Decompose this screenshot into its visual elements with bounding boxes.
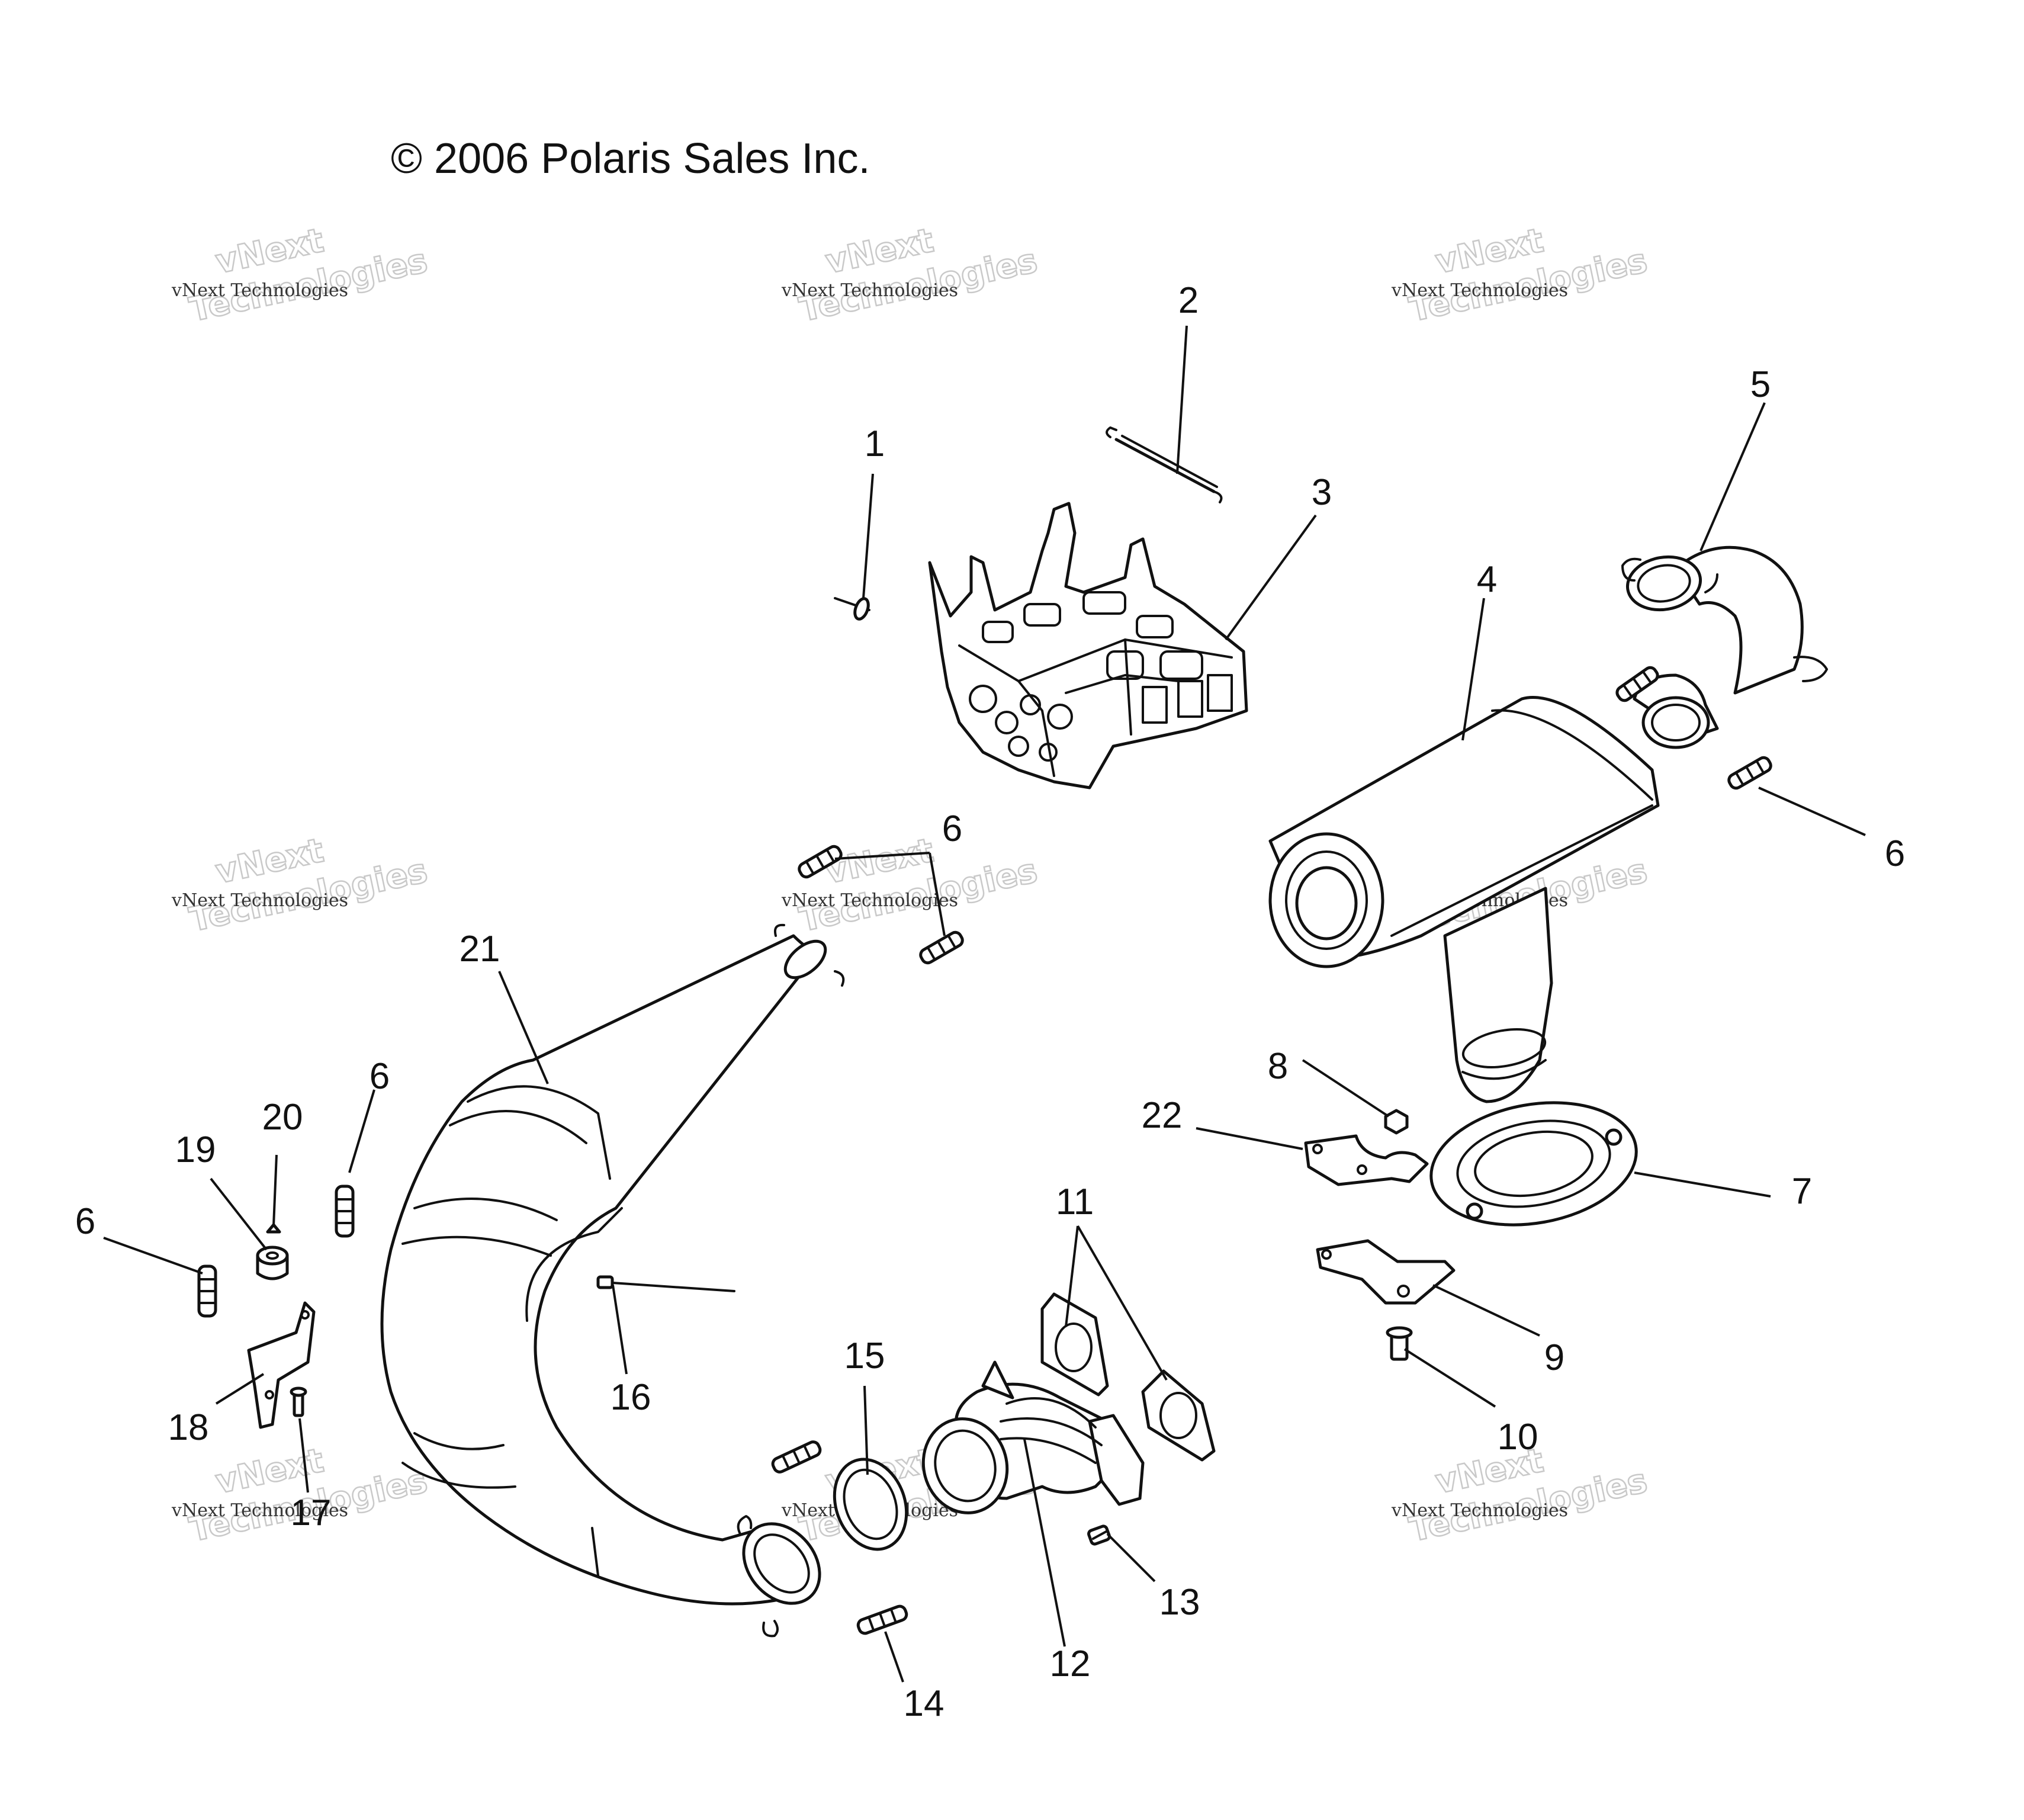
- callout-19: 19: [175, 1129, 216, 1170]
- svg-text:vNext Technologies: vNext Technologies: [781, 890, 958, 911]
- svg-text:vNext Technologies: vNext Technologies: [1391, 280, 1568, 301]
- callout-11: 11: [1056, 1182, 1094, 1222]
- callout-4: 4: [1477, 559, 1497, 600]
- bolt-part-13: [1087, 1524, 1111, 1546]
- callout-10: 10: [1498, 1417, 1538, 1458]
- callout-6d: 6: [75, 1201, 95, 1242]
- callout-5: 5: [1750, 364, 1771, 405]
- callout-18: 18: [168, 1407, 209, 1448]
- watermark: vNext Technologies vNext Technologies: [1391, 220, 1652, 330]
- svg-text:vNext Technologies: vNext Technologies: [171, 280, 348, 301]
- screw-part: [266, 1223, 281, 1234]
- svg-text:vNext Technologies: vNext Technologies: [171, 890, 348, 911]
- callout-6c: 6: [370, 1056, 390, 1097]
- seal-ring-part: [833, 1458, 908, 1551]
- callout-14: 14: [904, 1683, 944, 1724]
- callout-17: 17: [291, 1492, 332, 1533]
- bracket-plate-part-22: [1304, 1134, 1429, 1186]
- callout-12: 12: [1050, 1644, 1091, 1684]
- gasket-part-11b: [1141, 1369, 1216, 1462]
- callout-20: 20: [262, 1097, 303, 1138]
- muffler-bracket-part: [928, 502, 1248, 789]
- spring-part: [1727, 756, 1772, 790]
- gasket-part-7: [1429, 1101, 1638, 1227]
- watermark: vNext Technologies vNext Technologies: [171, 220, 432, 330]
- callout-15: 15: [844, 1336, 885, 1376]
- callout-9: 9: [1544, 1337, 1564, 1378]
- callout-3: 3: [1312, 472, 1332, 513]
- callout-21: 21: [460, 929, 500, 970]
- muffler-part: [1268, 696, 1660, 1103]
- spring-part: [919, 930, 964, 965]
- bracket-part-9: [1316, 1239, 1456, 1305]
- callout-22: 22: [1142, 1095, 1183, 1136]
- bolt-part-10: [1386, 1326, 1413, 1361]
- watermark: vNext Technologies vNext Technologies: [781, 220, 1042, 330]
- watermark: vNext Technologies vNext Technologies: [781, 830, 1042, 940]
- callout-13: 13: [1159, 1582, 1200, 1623]
- nut-part: [1384, 1109, 1409, 1135]
- copyright-text: © 2006 Polaris Sales Inc.: [391, 135, 870, 182]
- callout-6a: 6: [1885, 833, 1905, 874]
- spring-part: [335, 1185, 355, 1238]
- callout-1: 1: [865, 423, 885, 464]
- callout-16: 16: [611, 1377, 651, 1418]
- callout-2: 2: [1178, 280, 1199, 321]
- y-pipe-part: [921, 1360, 1145, 1514]
- gasket-part-11a: [1040, 1292, 1109, 1397]
- spring-part: [856, 1604, 908, 1635]
- bolt-part-17: [290, 1386, 307, 1417]
- callout-8: 8: [1268, 1046, 1288, 1087]
- expansion-chamber-part: [380, 923, 845, 1638]
- callout-numbers: 1 2 3 4 5 6 6 6 6 7 8 9 10 11 12 13 14 1…: [75, 280, 1905, 1724]
- rivet-part: [834, 597, 870, 621]
- callout-7: 7: [1792, 1171, 1812, 1212]
- spring-part: [771, 1440, 822, 1474]
- spring-part: [197, 1264, 217, 1318]
- spring-part: [798, 845, 843, 879]
- svg-text:vNext Technologies: vNext Technologies: [171, 1500, 348, 1521]
- callout-6b: 6: [942, 808, 962, 849]
- spring-part-2: [1106, 426, 1223, 503]
- svg-text:vNext Technologies: vNext Technologies: [1391, 1500, 1568, 1521]
- head-pipe-part: [1621, 545, 1828, 749]
- probe-part: [596, 1275, 735, 1292]
- leader-lines: [103, 325, 1866, 1683]
- watermark: vNext Technologies vNext Technologies: [171, 830, 432, 940]
- spring-part: [1615, 666, 1659, 702]
- svg-text:vNext Technologies: vNext Technologies: [781, 280, 958, 301]
- grommet-part: [256, 1246, 289, 1280]
- bracket-part-18: [247, 1301, 316, 1429]
